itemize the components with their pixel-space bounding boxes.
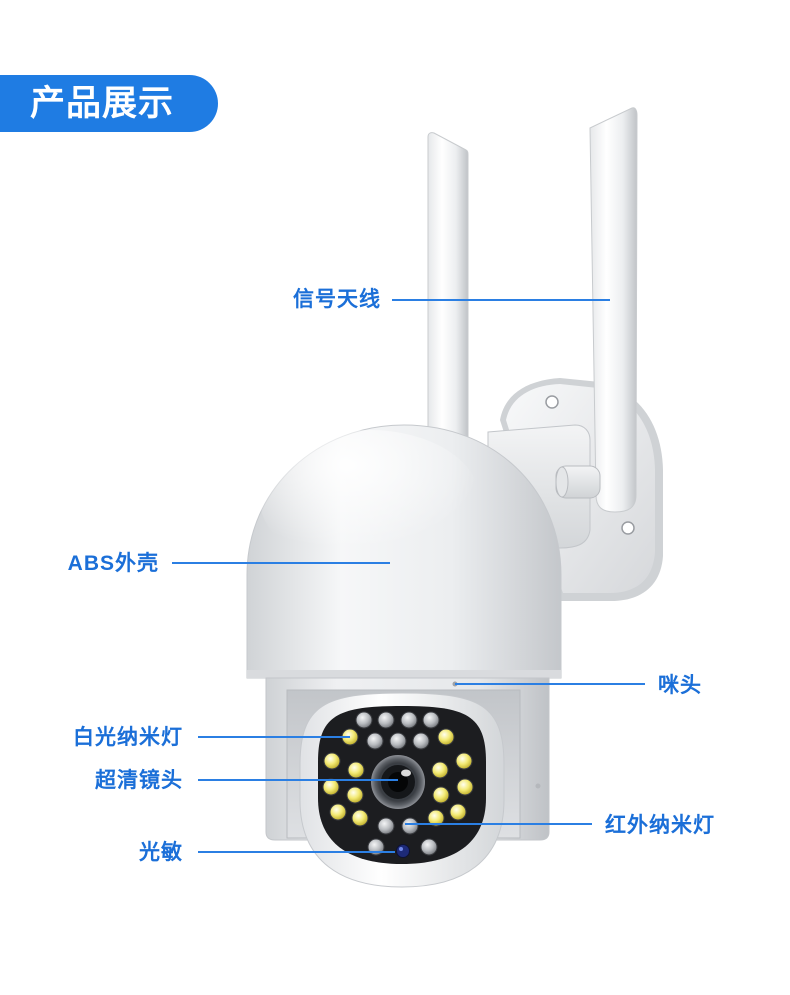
leader-line-white-led [198, 736, 350, 738]
screw-hole [621, 521, 635, 535]
camera-lens [371, 755, 425, 809]
white-light-led [456, 778, 474, 796]
infrared-led [389, 732, 407, 750]
label-white-light-led: 白光纳米灯 [73, 726, 183, 749]
leader-line-lens [198, 779, 398, 781]
infrared-led [366, 732, 384, 750]
lens-reflection [401, 769, 411, 777]
white-light-led [432, 786, 450, 804]
dome-highlight [260, 430, 480, 570]
light-sensor-highlight [399, 847, 403, 851]
leader-line-microphone [455, 683, 645, 685]
leader-line-shell [172, 562, 390, 564]
lens-glass [388, 772, 408, 792]
white-light-led [449, 803, 467, 821]
white-light-led [351, 809, 369, 827]
infrared-led [401, 817, 419, 835]
white-light-led [322, 778, 340, 796]
led-array [322, 711, 474, 856]
white-light-led [455, 752, 473, 770]
label-microphone: 咪头 [658, 674, 702, 697]
dome-rim [247, 670, 561, 678]
banner-title: 产品展示 [30, 84, 175, 123]
infrared-led [412, 732, 430, 750]
infrared-led [420, 838, 438, 856]
white-light-led [329, 803, 347, 821]
infrared-led [422, 711, 440, 729]
white-light-led [346, 786, 364, 804]
white-light-led [323, 752, 341, 770]
right-antenna [589, 107, 638, 513]
leader-line-ir-led [405, 823, 592, 825]
leader-line-antenna [392, 299, 610, 301]
infrared-led [355, 711, 373, 729]
white-light-led [431, 761, 449, 779]
label-light-sensor: 光敏 [139, 841, 183, 864]
label-hd-lens: 超清镜头 [95, 769, 183, 792]
infrared-led [377, 711, 395, 729]
leader-line-light-sensor [198, 851, 395, 853]
section-banner: 产品展示 [0, 75, 218, 132]
side-screw [535, 783, 541, 789]
white-light-led [437, 728, 455, 746]
label-abs-shell: ABS外壳 [67, 552, 159, 575]
white-light-led [347, 761, 365, 779]
label-signal-antenna: 信号天线 [293, 288, 381, 311]
antenna-joint-cap [555, 466, 569, 498]
white-light-led [427, 809, 445, 827]
infrared-led [377, 817, 395, 835]
screw-hole [545, 395, 559, 409]
label-infrared-led: 红外纳米灯 [605, 814, 715, 837]
left-antenna [427, 132, 469, 446]
infrared-led [400, 711, 418, 729]
light-sensor [396, 844, 410, 858]
